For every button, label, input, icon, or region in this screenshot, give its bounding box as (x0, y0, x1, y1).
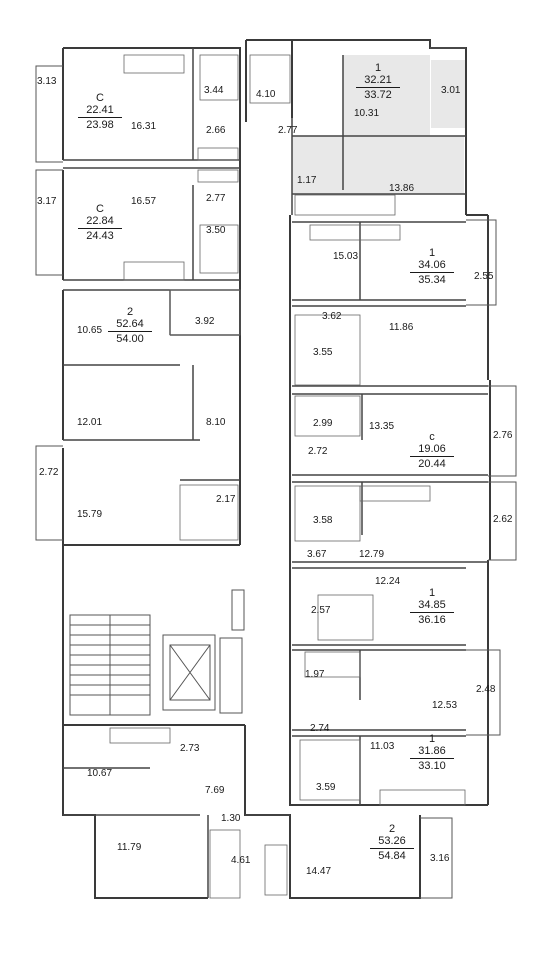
room-area: 3.50 (206, 225, 226, 236)
unit-total-area: 54.84 (378, 850, 406, 862)
room-area: 2.76 (493, 430, 513, 441)
unit-type: 1 (374, 62, 382, 74)
room-area: 2.72 (308, 446, 328, 457)
room-area: 2.73 (180, 743, 200, 754)
unit-living-area: 31.86 (418, 745, 446, 757)
room-area: 12.53 (432, 700, 458, 711)
unit-type: 2 (388, 823, 396, 835)
room-area: 3.44 (204, 85, 224, 96)
room-area: 3.55 (313, 347, 333, 358)
unit-type: c (429, 431, 435, 443)
room-area: 10.67 (87, 768, 113, 779)
unit-living-area: 22.84 (86, 215, 114, 227)
room-area: 16.57 (131, 196, 157, 207)
room-area: 3.92 (195, 316, 215, 327)
unit-label: 1 34.85 36.16 (406, 587, 458, 626)
room-area: 1.30 (221, 813, 241, 824)
unit-total-area: 20.44 (418, 458, 446, 470)
unit-living-area: 34.06 (418, 259, 446, 271)
room-area: 2.74 (310, 723, 330, 734)
room-area: 2.48 (476, 684, 496, 695)
room-area: 8.10 (206, 417, 226, 428)
room-area: 1.97 (305, 669, 325, 680)
unit-total-area: 54.00 (116, 333, 144, 345)
room-area: 16.31 (131, 121, 157, 132)
room-area: 3.58 (313, 515, 333, 526)
room-area: 10.65 (77, 325, 103, 336)
room-area: 4.10 (256, 89, 276, 100)
unit-type: 2 (126, 306, 134, 318)
room-area: 10.31 (354, 108, 380, 119)
room-area: 11.79 (117, 842, 142, 853)
unit-living-area: 34.85 (418, 599, 446, 611)
unit-label: C 22.84 24.43 (74, 203, 126, 242)
unit-living-area: 32.21 (364, 74, 392, 86)
stair-core (69, 589, 245, 716)
room-area: 3.16 (430, 853, 450, 864)
room-area: 11.03 (370, 741, 395, 752)
room-area: 2.99 (313, 418, 333, 429)
room-area: 15.03 (333, 251, 359, 262)
room-area: 2.62 (493, 514, 513, 525)
unit-label: 2 53.26 54.84 (366, 823, 418, 862)
room-area: 12.79 (359, 549, 385, 560)
room-area: 2.17 (216, 494, 236, 505)
unit-living-area: 52.64 (116, 318, 144, 330)
room-area: 3.59 (316, 782, 336, 793)
highlighted-unit (292, 55, 466, 194)
unit-type: 1 (428, 587, 436, 599)
unit-living-area: 22.41 (86, 104, 114, 116)
unit-type: C (96, 92, 104, 104)
room-area: 2.72 (39, 467, 59, 478)
room-area: 13.86 (389, 183, 415, 194)
room-area: 7.69 (205, 785, 225, 796)
room-area: 15.79 (77, 509, 103, 520)
room-area: 12.01 (77, 417, 103, 428)
room-area: 13.35 (369, 421, 395, 432)
room-area: 2.57 (311, 605, 331, 616)
unit-total-area: 36.16 (418, 614, 446, 626)
room-area: 14.47 (306, 866, 332, 877)
room-area: 2.66 (206, 125, 226, 136)
fixtures (109, 54, 466, 899)
unit-living-area: 53.26 (378, 835, 406, 847)
room-area: 3.17 (37, 196, 57, 207)
unit-living-area: 19.06 (418, 443, 446, 455)
room-area: 3.13 (37, 76, 57, 87)
unit-type: 1 (428, 733, 436, 745)
unit-type: 1 (428, 247, 436, 259)
room-area: 3.62 (322, 311, 342, 322)
unit-label: 1 31.86 33.10 (406, 733, 458, 772)
unit-label: c 19.06 20.44 (406, 431, 458, 470)
unit-label: 2 52.64 54.00 (104, 306, 156, 345)
unit-total-area: 24.43 (86, 230, 114, 242)
room-area: 2.77 (278, 125, 298, 136)
room-area: 1.17 (297, 175, 317, 186)
room-area: 2.55 (474, 271, 494, 282)
unit-label: 1 34.06 35.34 (406, 247, 458, 286)
unit-total-area: 33.10 (418, 760, 446, 772)
balconies (35, 47, 517, 899)
unit-total-area: 33.72 (364, 89, 392, 101)
room-area: 4.61 (231, 855, 251, 866)
unit-total-area: 23.98 (86, 119, 114, 131)
room-area: 3.01 (441, 85, 461, 96)
room-area: 12.24 (375, 576, 401, 587)
unit-label: C 22.41 23.98 (74, 92, 126, 131)
unit-type: C (96, 203, 104, 215)
room-area: 2.77 (206, 193, 226, 204)
unit-label: 1 32.21 33.72 (350, 62, 406, 101)
partitions (63, 48, 488, 898)
unit-total-area: 35.34 (418, 274, 446, 286)
room-area: 3.67 (307, 549, 327, 560)
room-area: 11.86 (389, 322, 414, 333)
